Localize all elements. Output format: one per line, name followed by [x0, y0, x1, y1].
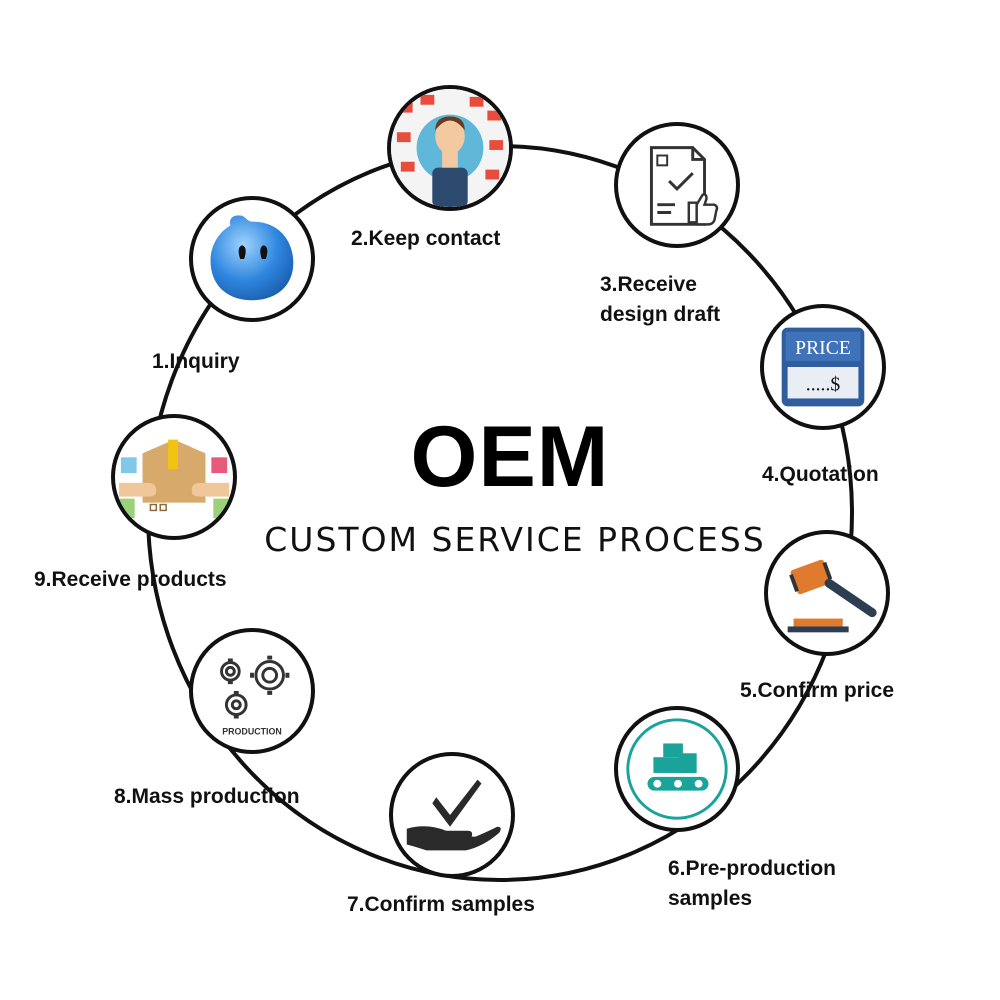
chat-bubble-icon	[210, 215, 294, 301]
man-with-mail-icon	[391, 89, 509, 207]
step-5-node	[764, 530, 890, 656]
box-hands-icon	[115, 439, 233, 519]
step-5-label: 5.Confirm price	[740, 679, 895, 702]
step-7-label: 7.Confirm samples	[347, 893, 535, 916]
gavel-icon	[787, 559, 877, 633]
step-3-node	[614, 122, 740, 248]
step-8-label: 8.Mass production	[114, 785, 300, 808]
step-3-label: 3.Receive design draft	[600, 270, 720, 330]
step-9-node	[111, 414, 237, 540]
hand-check-icon	[406, 779, 501, 851]
step-6-node	[614, 706, 740, 832]
price-dollar-text: .....$	[806, 374, 841, 396]
step-4-label: 4.Quotation	[762, 463, 879, 486]
step-4-node: PRICE .....$	[760, 304, 886, 430]
step-8-node: PRODUCTION	[189, 628, 315, 754]
document-thumbs-up-icon	[649, 146, 719, 226]
price-icon-text: PRICE	[795, 337, 851, 359]
step-3-label-line2: design draft	[600, 303, 721, 326]
price-tag-icon: PRICE .....$	[781, 327, 865, 407]
step-1-node	[189, 196, 315, 322]
diagram-subtitle: CUSTOM SERVICE PROCESS	[264, 520, 766, 559]
step-9-label: 9.Receive products	[34, 568, 227, 591]
step-6-label: 6.Pre-production samples	[668, 854, 836, 914]
step-6-label-line1: 6.Pre-production	[668, 857, 837, 880]
step-6-label-line2: samples	[668, 887, 753, 910]
conveyor-icon	[626, 718, 728, 820]
gears-icon: PRODUCTION	[220, 655, 290, 736]
step-7-node	[389, 752, 515, 878]
step-2-node	[387, 85, 513, 211]
step-1-label: 1.Inquiry	[152, 350, 240, 373]
step-3-label-line1: 3.Receive	[600, 273, 697, 296]
diagram-title: OEM	[410, 409, 610, 505]
production-icon-text: PRODUCTION	[222, 726, 281, 736]
step-2-label: 2.Keep contact	[351, 227, 501, 250]
